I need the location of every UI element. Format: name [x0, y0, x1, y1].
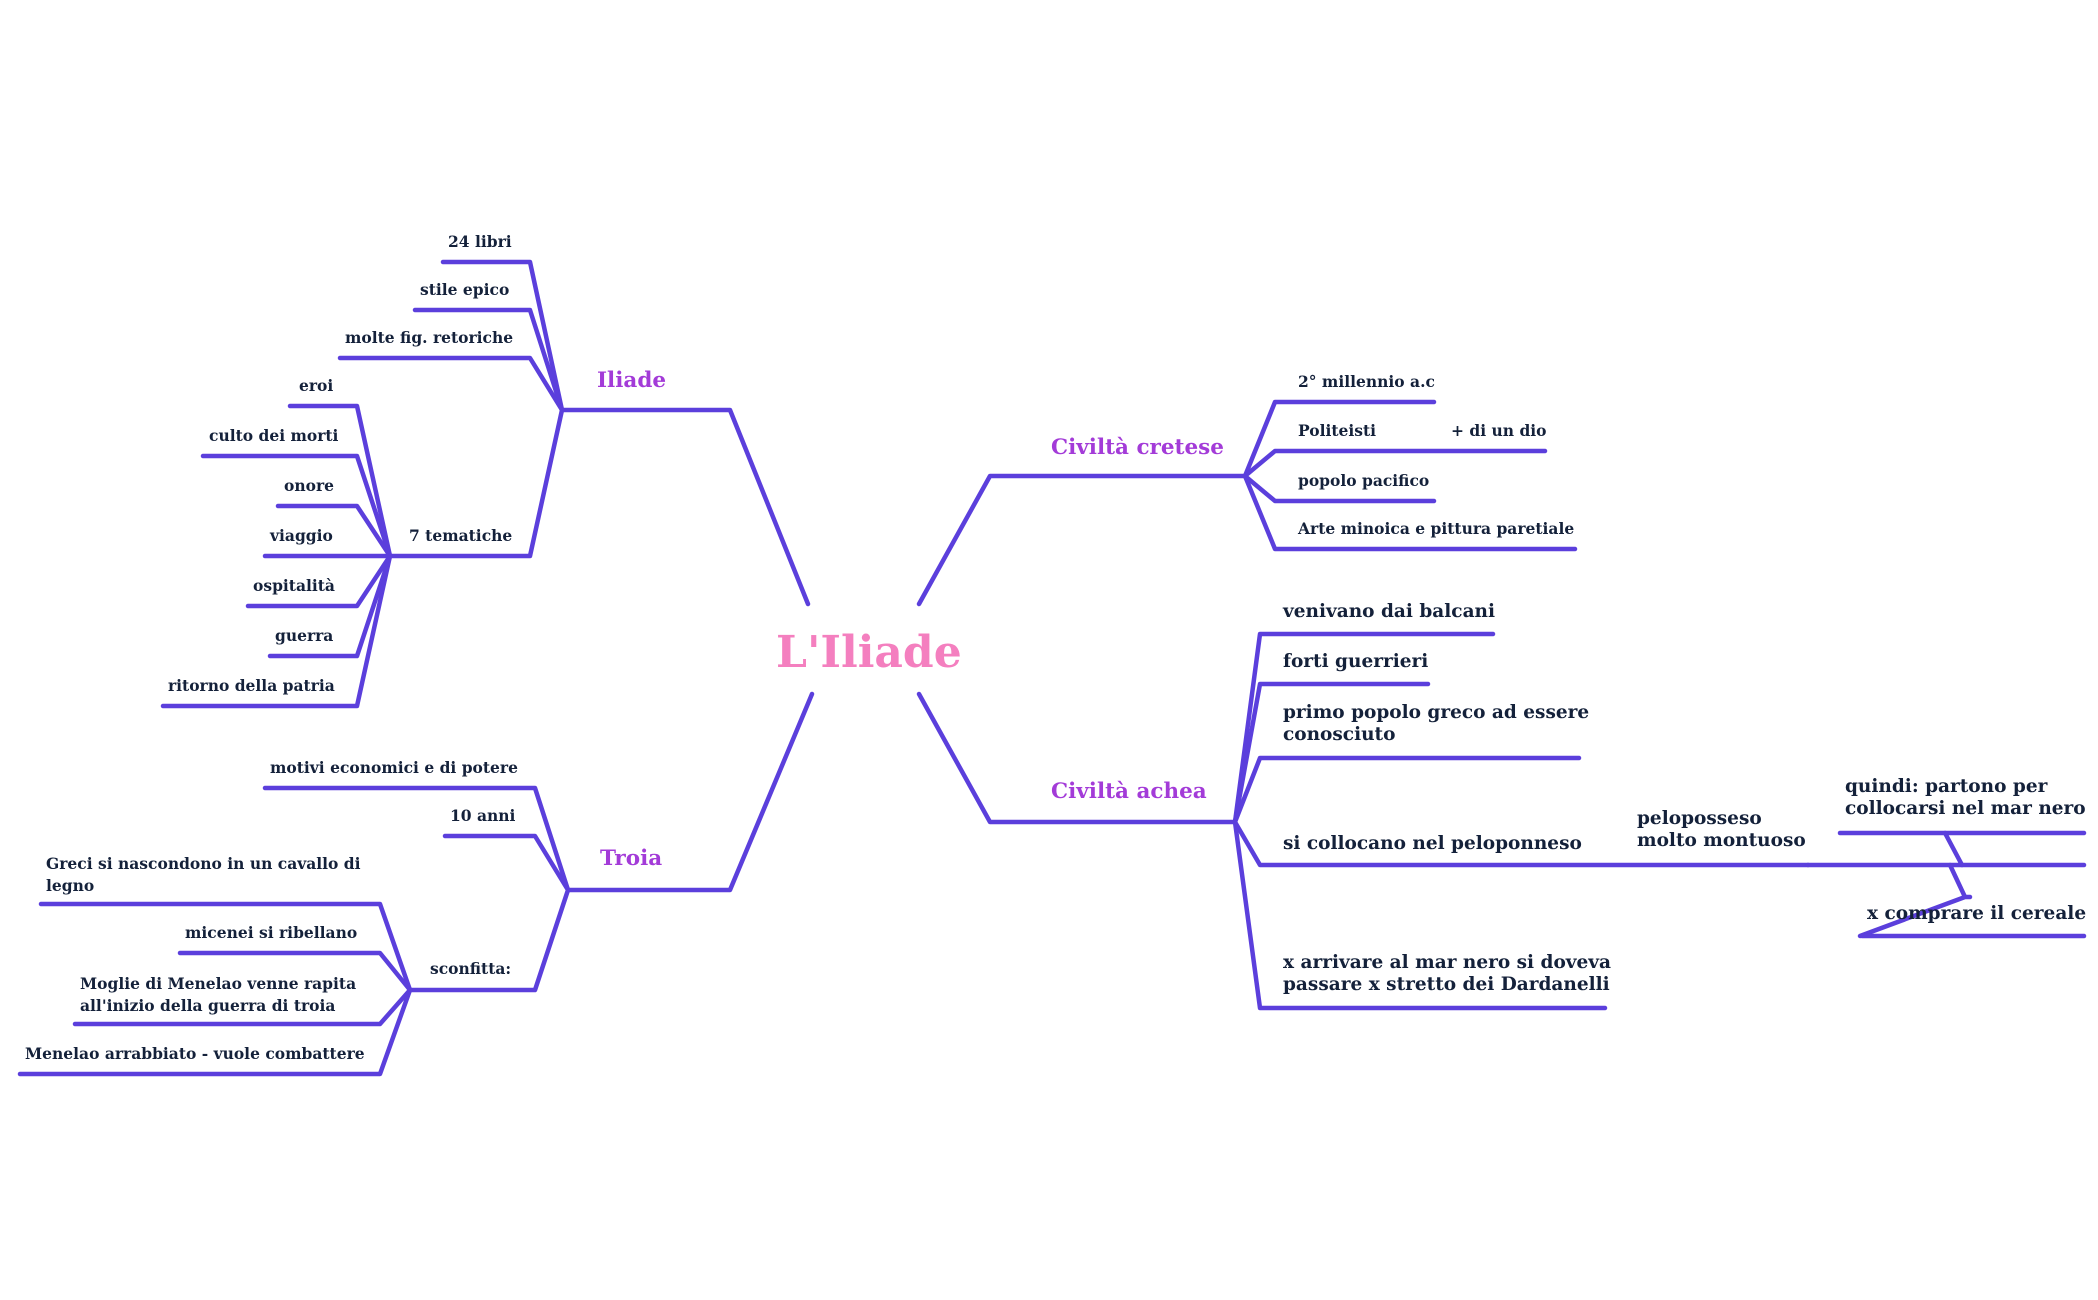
- connector-sc-cavallo: [38, 901, 413, 993]
- connector-center-to-achea: [916, 691, 1238, 825]
- peloponneso-item-mar-nero-line-2: collocarsi nel mar nero: [1845, 798, 2086, 819]
- connector-ac-peloponneso: [1232, 819, 1811, 868]
- tematica-onore[interactable]: onore: [284, 476, 334, 495]
- connector-ac-dardanelli: [1232, 819, 1608, 1011]
- peloponneso-subtopic-line-2: molto montuoso: [1637, 830, 1806, 851]
- connector-iliade-tematiche: [387, 407, 565, 559]
- iliade-item-figure-retoriche[interactable]: molte fig. retoriche: [345, 328, 514, 347]
- tematica-viaggio[interactable]: viaggio: [270, 526, 333, 545]
- central-topic[interactable]: L'Iliade: [776, 627, 962, 678]
- connector-cr-arte: [1242, 473, 1578, 552]
- sconfitta-item-cavallo-line-1: Greci si nascondono in un cavallo di: [46, 854, 361, 873]
- cretese-item-politeisti[interactable]: Politeisti: [1298, 421, 1377, 440]
- tematica-culto-dei-morti[interactable]: culto dei morti: [209, 426, 339, 445]
- connector-troia-sconfitta: [407, 887, 571, 993]
- connector-ac-balcani: [1232, 631, 1496, 825]
- connector-tem-ospit: [245, 553, 393, 609]
- connector-pel-cereale: [1857, 862, 1973, 939]
- connector-iliade-figure: [337, 355, 565, 413]
- connector-troia-10anni: [442, 833, 571, 893]
- cretese-item-popolo-pacifico[interactable]: popolo pacifico: [1298, 471, 1430, 490]
- connector-cr-pacifico: [1242, 473, 1437, 504]
- connector-center-to-cretese: [916, 473, 1248, 607]
- connector-sc-moglie: [72, 987, 413, 1027]
- peloponneso-subtopic[interactable]: peloposseso molto montuoso: [1637, 808, 1806, 852]
- achea-item-dardanelli[interactable]: x arrivare al mar nero si doveva passare…: [1283, 952, 1611, 996]
- peloponneso-item-mar-nero[interactable]: quindi: partono per collocarsi nel mar n…: [1845, 776, 2086, 820]
- sconfitta-item-menelao[interactable]: Menelao arrabbiato - vuole combattere: [25, 1044, 365, 1063]
- connector-cr-politeisti: [1242, 448, 1548, 479]
- connector-sc-menelao: [17, 987, 413, 1077]
- peloponneso-item-cereale[interactable]: x comprare il cereale: [1867, 903, 2087, 924]
- iliade-item-24-libri[interactable]: 24 libri: [448, 232, 512, 251]
- branch-troia[interactable]: Troia: [600, 846, 663, 871]
- achea-item-guerrieri[interactable]: forti guerrieri: [1283, 651, 1429, 672]
- connector-tem-culto: [200, 453, 393, 559]
- branch-iliade[interactable]: Iliade: [597, 368, 667, 393]
- peloponneso-subtopic-line-1: peloposseso: [1637, 808, 1762, 829]
- sconfitta-item-moglie-line-1: Moglie di Menelao venne rapita: [80, 974, 357, 993]
- troia-item-10-anni[interactable]: 10 anni: [450, 806, 516, 825]
- peloponneso-item-mar-nero-line-1: quindi: partono per: [1845, 776, 2048, 797]
- sconfitta-item-moglie-line-2: all'inizio della guerra di troia: [80, 996, 336, 1015]
- achea-item-primo-popolo-line-1: primo popolo greco ad essere: [1283, 702, 1590, 723]
- cretese-item-arte-minoica[interactable]: Arte minoica e pittura paretiale: [1298, 519, 1575, 538]
- achea-item-dardanelli-line-2: passare x stretto dei Dardanelli: [1283, 974, 1610, 995]
- connector-pel-marnero: [1805, 830, 2087, 868]
- connector-sc-micenei: [177, 950, 413, 993]
- tematica-eroi[interactable]: eroi: [299, 376, 334, 395]
- connector-ac-primo: [1232, 755, 1582, 825]
- tematica-guerra[interactable]: guerra: [275, 626, 334, 645]
- troia-sconfitta[interactable]: sconfitta:: [430, 959, 512, 978]
- achea-item-primo-popolo[interactable]: primo popolo greco ad essere conosciuto: [1283, 702, 1589, 746]
- connector-tem-ritorno: [160, 553, 393, 709]
- sconfitta-item-cavallo-line-2: legno: [46, 876, 95, 895]
- connector-center-to-iliade: [559, 407, 811, 607]
- connector-iliade-stile-epico: [412, 307, 565, 413]
- iliade-tematiche[interactable]: 7 tematiche: [409, 526, 513, 545]
- tematica-ospitalita[interactable]: ospitalità: [253, 576, 335, 595]
- connector-center-to-troia: [565, 691, 815, 893]
- connector-troia-motivi: [262, 785, 571, 893]
- connector-iliade-24-libri: [440, 259, 565, 413]
- iliade-item-stile-epico[interactable]: stile epico: [420, 280, 510, 299]
- connector-tem-guerra: [267, 553, 393, 659]
- tematica-ritorno-della-patria[interactable]: ritorno della patria: [168, 676, 335, 695]
- branch-civilta-cretese[interactable]: Civiltà cretese: [1051, 435, 1224, 460]
- sconfitta-item-micenei[interactable]: micenei si ribellano: [185, 923, 358, 942]
- achea-item-peloponneso[interactable]: si collocano nel peloponneso: [1283, 833, 1582, 854]
- sconfitta-item-moglie-rapita[interactable]: Moglie di Menelao venne rapita all'inizi…: [80, 973, 356, 1017]
- troia-item-motivi[interactable]: motivi economici e di potere: [270, 758, 518, 777]
- achea-item-primo-popolo-line-2: conosciuto: [1283, 724, 1396, 745]
- cretese-note-dio[interactable]: + di un dio: [1451, 421, 1547, 440]
- branch-civilta-achea[interactable]: Civiltà achea: [1051, 779, 1207, 804]
- connector-tem-eroi: [287, 403, 393, 559]
- achea-item-dardanelli-line-1: x arrivare al mar nero si doveva: [1283, 952, 1612, 973]
- connector-tem-onore: [275, 503, 393, 559]
- achea-item-balcani[interactable]: venivano dai balcani: [1283, 601, 1496, 622]
- connector-ac-guerrieri: [1232, 681, 1431, 825]
- sconfitta-item-cavallo[interactable]: Greci si nascondono in un cavallo di leg…: [46, 853, 361, 897]
- connector-cr-millennio: [1242, 399, 1437, 479]
- cretese-item-millennio[interactable]: 2° millennio a.c: [1298, 372, 1435, 391]
